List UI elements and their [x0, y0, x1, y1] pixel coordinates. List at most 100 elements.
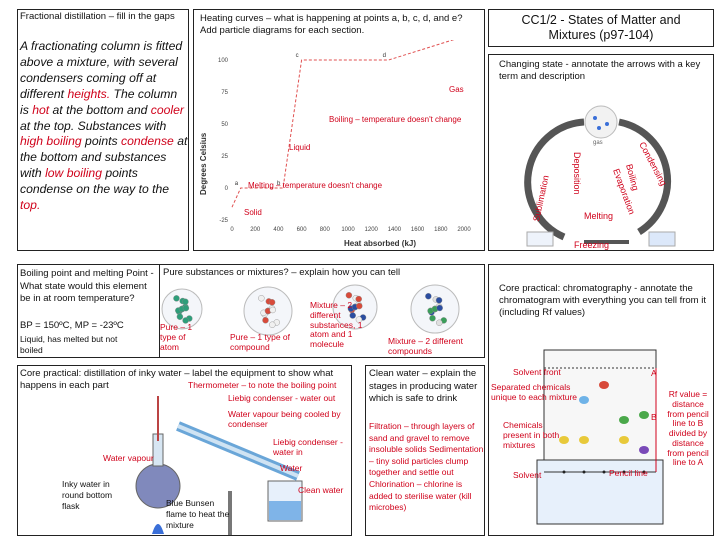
rf-explanation: Rf value = distance from pencil line to … [667, 389, 709, 468]
frac-segment: A fractionating column is fitted above a… [20, 39, 183, 101]
chromatogram-spot [639, 446, 649, 454]
particle [345, 292, 353, 299]
heating-x-tick: 400 [273, 227, 284, 233]
heating-liquid-label: Liquid [289, 143, 310, 152]
pure-label-2: Pure – 1 type of compound [230, 332, 291, 352]
heating-heading: Heating curves – what is happening at po… [200, 13, 463, 36]
particle [269, 306, 276, 314]
particle [268, 299, 276, 306]
particle [349, 312, 356, 319]
freezing-label: Freezing [574, 240, 609, 250]
clean-water-liquid [269, 501, 301, 520]
particle [269, 321, 276, 328]
svg-text:liquid: liquid [653, 250, 667, 251]
heating-point-label: b [277, 181, 281, 187]
svg-text:gas: gas [593, 140, 603, 146]
pure-label-3: Mixture – 2 different substances, 1 atom… [310, 300, 363, 350]
changing-state-panel: Changing state - annotate the arrows wit… [488, 54, 714, 251]
stand [228, 491, 232, 535]
origin-dot [622, 470, 626, 474]
thermometer-label: Thermometer – to note the boiling point [188, 380, 337, 390]
frac-segment: heights. [67, 86, 111, 101]
frac-segment: low boiling [45, 166, 102, 181]
frac-segment: cooler [150, 102, 184, 117]
bp-values: BP = 150ºC, MP = -23ºC [20, 320, 124, 331]
chemicals-present-label: Chemicals present in both mixtures [503, 420, 560, 450]
heating-x-tick: 1200 [365, 227, 379, 233]
distillation-apparatus [135, 396, 303, 535]
heating-x-tick: 0 [230, 227, 234, 233]
heating-x-tick: 1600 [411, 227, 425, 233]
pencil-line-label: Pencil line [609, 468, 648, 478]
heating-x-tick: 600 [297, 227, 308, 233]
pure-label-1: Pure – 1 type of atom [160, 322, 193, 352]
gas-picture: gas [584, 105, 618, 146]
particle [262, 317, 269, 324]
frac-segment: at the bottom and [49, 102, 151, 117]
heating-curve-panel: Heating curves – what is happening at po… [193, 9, 485, 251]
frac-segment: high boiling [20, 134, 82, 149]
heating-curve-line [231, 40, 455, 208]
heating-y-tick: 100 [218, 58, 229, 64]
origin-dot [562, 470, 566, 474]
heating-solid-label: Solid [244, 208, 262, 217]
boiling-point-panel: Boiling point and melting Point - What s… [17, 264, 160, 358]
heating-x-tick: 1000 [341, 227, 355, 233]
liquid-picture: liquid [648, 231, 676, 251]
chromatogram-spot [639, 411, 649, 419]
heating-y-tick: 75 [221, 90, 228, 96]
frac-segment: at the bottom and substances with [20, 134, 188, 181]
cycle-arc-right [618, 118, 672, 235]
condenser-tube-inner [177, 424, 299, 478]
chromatogram-spot [619, 436, 629, 444]
particle [173, 295, 180, 302]
particle [182, 317, 189, 324]
heating-y-tick: 50 [221, 122, 228, 128]
chromatogram: Solvent front A B Solvent Pencil line [513, 349, 664, 525]
heating-point-label: d [383, 53, 386, 59]
a-label: A [651, 368, 657, 378]
title-box: CC1/2 - States of Matter and Mixtures (p… [488, 9, 714, 47]
particle [436, 304, 443, 312]
inky-water-label: Inky water in round bottom flask [62, 479, 113, 511]
chromatogram-spot [599, 381, 609, 389]
fractional-distillation-panel: Fractional distillation – fill in the ga… [17, 9, 189, 251]
bunsen-flame [152, 524, 164, 534]
particle [182, 298, 189, 305]
chromatogram-spot [559, 436, 569, 444]
heating-x-tick: 1800 [434, 227, 448, 233]
liebig-out-label: Liebig condenser - water out [228, 393, 336, 403]
vapour-cooled-label: Water vapour being cooled by condenser [228, 409, 341, 429]
particle [182, 304, 190, 312]
bp-heading: Boiling point and melting Point - What s… [20, 268, 154, 304]
states-heading: Changing state - annotate the arrows wit… [499, 59, 701, 82]
particle [435, 297, 443, 304]
solvent-beaker [536, 459, 664, 525]
particle [436, 319, 443, 326]
heating-xlabel: Heat absorbed (kJ) [344, 239, 416, 248]
state-cycle-diagram: gas solid liquid Sublimation Deposition … [524, 105, 676, 251]
particle [355, 316, 363, 323]
cycle-arc-left [524, 118, 585, 241]
chrom-heading: Core practical: chromatography - annotat… [499, 283, 706, 318]
clean-water-panel: Clean water – explain the stages in prod… [365, 365, 485, 536]
heating-y-tick: 0 [225, 186, 229, 192]
chromatogram-spot [579, 436, 589, 444]
chromatogram-spot [579, 396, 589, 404]
particle [176, 313, 184, 320]
solvent-label: Solvent [513, 470, 542, 480]
bp-answer: Liquid, has melted but not boiled [20, 334, 118, 355]
pure-substances-panel: Pure substances or mixtures? – explain h… [160, 264, 485, 358]
heating-y-tick: -25 [219, 218, 228, 224]
water-vapour-label: Water vapour [103, 453, 154, 463]
frac-segment: hot [32, 102, 50, 117]
particle [356, 302, 363, 310]
frac-heading: Fractional distillation – fill in the ga… [20, 11, 175, 22]
heating-ylabel: Degrees Celsius [199, 132, 208, 195]
b-label: B [651, 412, 657, 422]
frac-segment: points [81, 134, 121, 149]
particle [355, 295, 362, 303]
bunsen-label: Blue Bunsen flame to heat the mixture [166, 498, 230, 530]
frac-segment: The column is [20, 86, 178, 117]
